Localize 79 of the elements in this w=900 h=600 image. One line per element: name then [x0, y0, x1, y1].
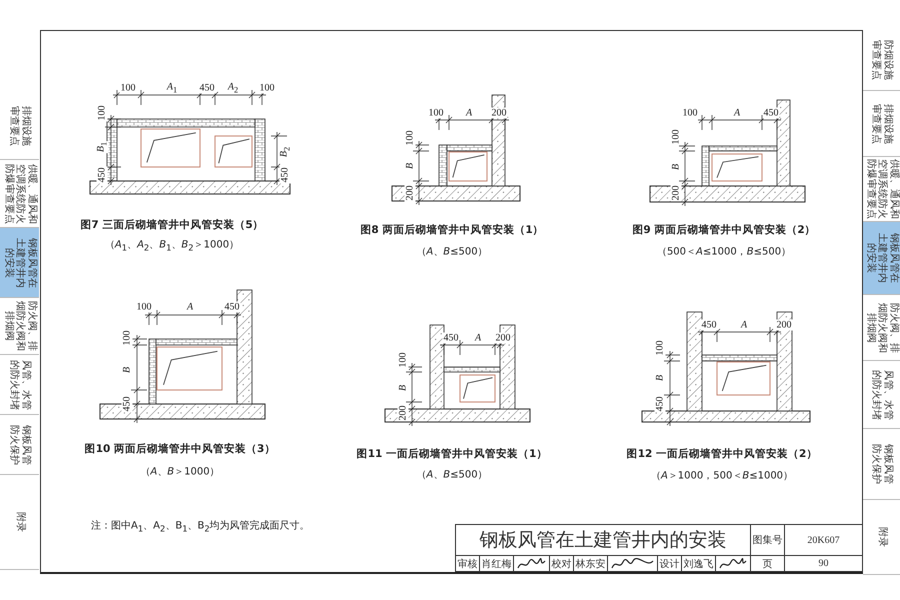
field-label: 校对 [550, 556, 574, 572]
figure-condition: （A、B≤500） [415, 470, 489, 480]
dimension-label: 100 [120, 82, 136, 94]
dimension-label: 200 [494, 332, 512, 344]
dimension-label: A$_{1}$ [166, 81, 178, 95]
tab-label: 钢板风管在土建管井内的安装 [2, 236, 37, 288]
field-label: 页 [751, 556, 785, 572]
figure-condition: （A、B＞1000） [139, 466, 221, 478]
tab-label: 防火阀、排烟防火阀和排烟阀 [2, 300, 37, 352]
dimension-label: A [732, 108, 742, 118]
dimension-label: 100 [136, 302, 152, 312]
dimension-label: 450 [654, 396, 666, 412]
dimension-label: 100 [398, 352, 408, 368]
dimension-label: B [122, 366, 132, 374]
dimension-label: 450 [280, 166, 290, 184]
figure-condition: （A＞1000，500＜B≤1000） [650, 470, 794, 482]
tab-label: 供暖、通风和空调系统防火防爆审查要点 [864, 158, 899, 220]
tab-label: 风管、水管的防火封堵 [8, 358, 31, 410]
dimension-label: A [464, 108, 474, 118]
field-label: 图集号 [751, 525, 785, 556]
dimension-label: 100 [122, 330, 132, 346]
dimension-label: 100 [654, 340, 666, 356]
dimension-label: B [654, 374, 666, 382]
dimension-label: 450 [198, 82, 216, 94]
field-value: 90 [785, 556, 863, 572]
side-tab [863, 222, 900, 295]
figure-caption: 图11 一面后砌墙管井中风管安装（1） [356, 449, 548, 461]
tab-label: 钢板风管防火保护 [8, 424, 31, 466]
dimension-label: 200 [398, 404, 408, 422]
figure-caption: 图12 一面后砌墙管井中风管安装（2） [626, 449, 818, 461]
field-value: 20K607 [785, 525, 863, 556]
figure-caption: 图8 两面后砌墙管井中风管安装（1） [359, 225, 545, 237]
dimension-label: 100 [404, 130, 416, 146]
tab-label: 附录 [876, 526, 888, 548]
dimension-label: A [740, 320, 748, 330]
dimension-label: 100 [682, 108, 698, 118]
tab-label: 钢板风管在土建管井内的安装 [864, 232, 899, 284]
figure-caption: 图7 三面后砌墙管井中风管安装（5） [79, 220, 265, 232]
tab-label: 排烟设施审查要点 [870, 102, 893, 144]
dimension-label: 450 [96, 166, 108, 184]
field-label: 设计 [658, 556, 682, 572]
dimension-label: A [474, 332, 482, 344]
dimension-label: B [404, 162, 416, 170]
tab-label: 钢板风管防火保护 [870, 443, 893, 485]
dimension-label: 450 [442, 332, 460, 344]
dimension-label: 450 [224, 302, 240, 312]
dimension-label: 450 [700, 320, 718, 330]
figure-condition: （A$_{1}$、A$_{2}$、B$_{1}$、B$_{2}$＞1000） [104, 239, 240, 253]
tab-label: 风管、水管的防火封堵 [870, 368, 893, 420]
side-tab [0, 228, 39, 298]
tab-label: 防烟设施审查要点 [870, 39, 893, 81]
person-name: 刘逸飞 [682, 556, 716, 572]
figure-caption: 图9 两面后砌墙管井中风管安装（2） [631, 225, 817, 237]
dimension-label: 450 [762, 108, 780, 118]
note-text: 注：图中A$_{1}$、A$_{2}$、B$_{1}$、B$_{2}$均为风管完成面尺寸。 [90, 520, 311, 534]
tab-label: 供暖、通风和空调系统防火防爆审查要点 [2, 162, 37, 224]
dimension-label: 100 [670, 128, 682, 146]
person-name: 林东安 [574, 556, 608, 572]
dimension-label: 450 [122, 396, 132, 412]
dimension-label: 200 [490, 108, 508, 118]
dimension-label: 100 [96, 104, 108, 122]
dimension-label: B [670, 162, 682, 172]
dimension-label: 100 [258, 82, 276, 94]
dimension-label: 200 [404, 184, 416, 202]
field-label: 审核 [456, 556, 480, 572]
tab-label: 排烟设施审查要点 [8, 105, 31, 147]
dimension-label: B [398, 384, 408, 392]
drawing-title: 钢板风管在土建管井内的安装 [456, 525, 751, 556]
figure-caption: 图10 两面后砌墙管井中风管安装（3） [84, 444, 276, 456]
dimension-label: 200 [670, 184, 682, 202]
tab-label: 附录 [14, 511, 26, 533]
figure-condition: （A、B≤500） [415, 246, 489, 258]
dimension-label: 100 [428, 108, 444, 118]
dimension-label: A [186, 302, 194, 312]
tab-label: 防火阀、排烟防火阀和排烟阀 [864, 302, 899, 354]
person-name: 肖红梅 [480, 556, 514, 572]
figure-condition: （500＜A≤1000，B≤500） [656, 246, 792, 258]
dimension-label: 200 [776, 320, 792, 330]
dimension-label: A$_{2}$ [226, 81, 240, 95]
